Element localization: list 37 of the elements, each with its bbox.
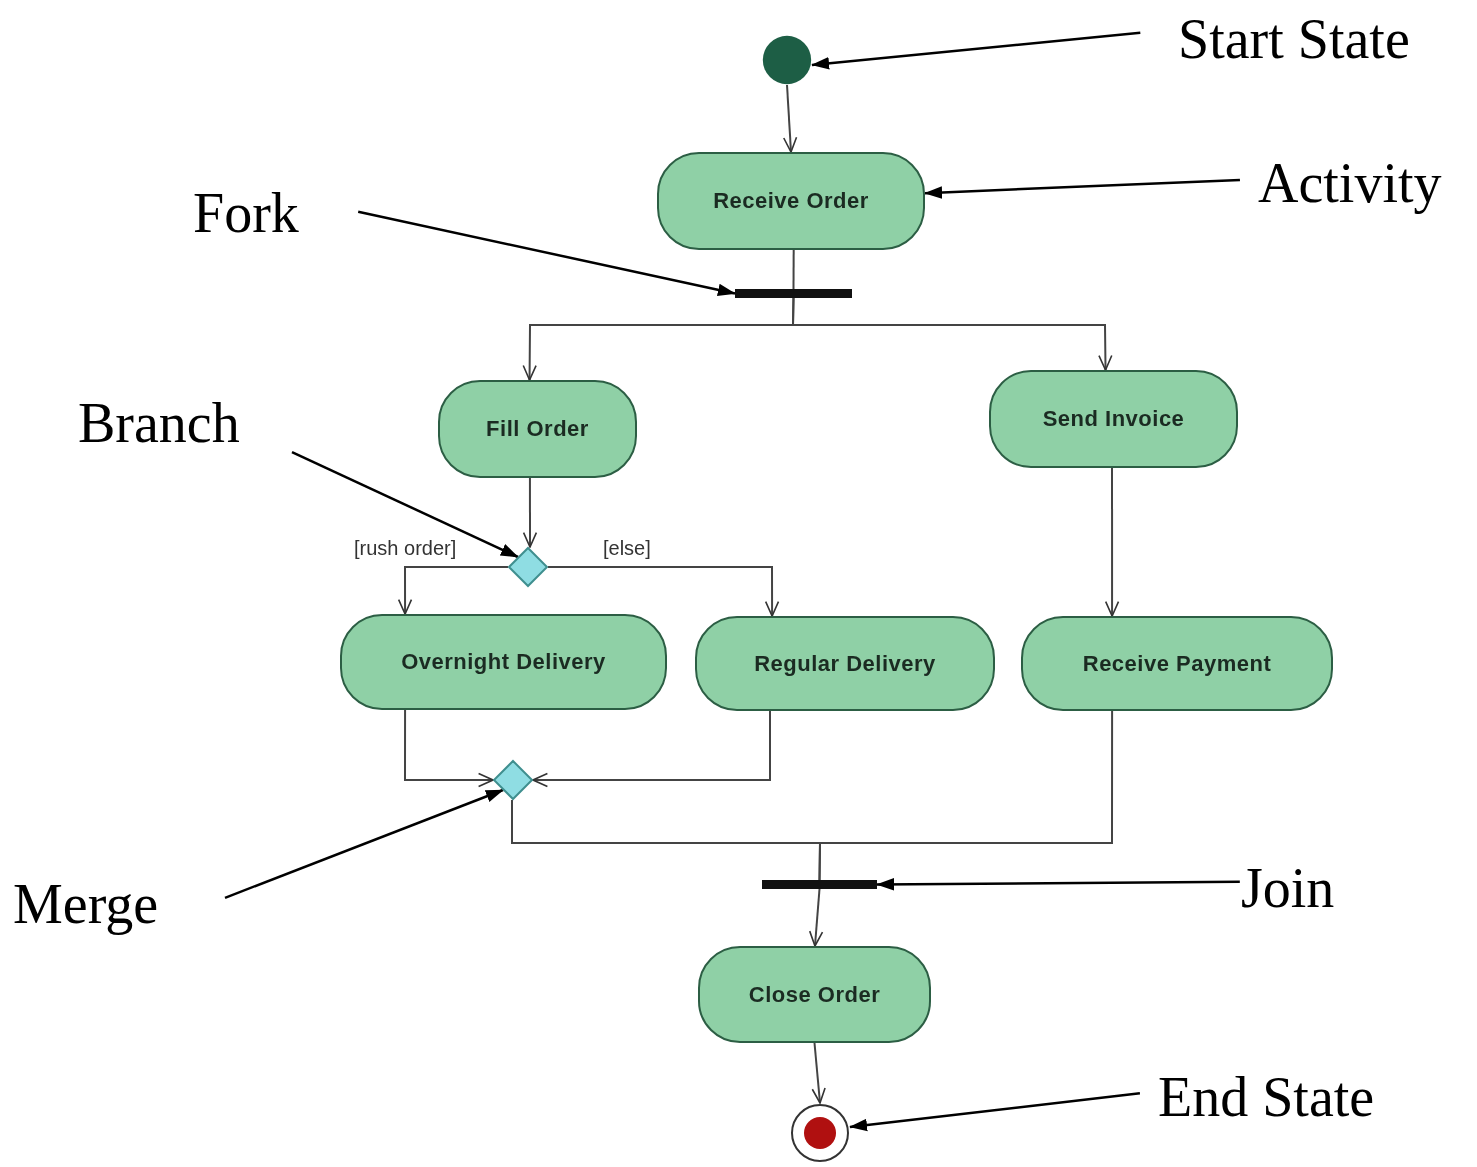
flow-arrow bbox=[1104, 467, 1120, 617]
activity-box: Send Invoice bbox=[989, 370, 1238, 468]
join-bar bbox=[762, 880, 877, 889]
leader-arrow bbox=[224, 788, 504, 899]
leader-arrow bbox=[811, 31, 1141, 70]
annotation-label: Fork bbox=[193, 182, 333, 244]
leader-arrow bbox=[924, 178, 1240, 199]
activity-box: Regular Delivery bbox=[695, 616, 995, 711]
flow-arrow bbox=[522, 477, 538, 548]
leader-arrow bbox=[291, 451, 519, 559]
flow-arrow bbox=[808, 888, 824, 947]
merge-diamond bbox=[493, 760, 533, 800]
flow-arrow bbox=[811, 1042, 826, 1104]
fork-bar bbox=[735, 289, 852, 298]
flow-arrow bbox=[404, 709, 494, 788]
activity-box: Close Order bbox=[698, 946, 931, 1043]
leader-arrow bbox=[876, 878, 1240, 891]
leader-arrow bbox=[849, 1092, 1141, 1132]
activity-box: Receive Order bbox=[657, 152, 925, 250]
activity-box: Fill Order bbox=[438, 380, 637, 478]
annotation-label: Start State bbox=[1178, 8, 1468, 70]
annotation-label: Join bbox=[1241, 857, 1361, 919]
activity-box: Receive Payment bbox=[1021, 616, 1333, 711]
leader-arrow bbox=[357, 210, 736, 297]
annotation-label: Branch bbox=[78, 392, 278, 454]
annotation-label: End State bbox=[1158, 1066, 1428, 1128]
flow-arrow bbox=[782, 84, 798, 153]
annotation-label: Activity bbox=[1258, 152, 1473, 214]
flow-arrow bbox=[792, 297, 1113, 371]
branch-diamond bbox=[508, 547, 548, 587]
start-circle bbox=[762, 35, 812, 85]
end-circle bbox=[790, 1103, 850, 1163]
flow-arrow bbox=[547, 566, 780, 617]
annotation-label: Merge bbox=[13, 873, 198, 935]
flow-arrow bbox=[397, 566, 509, 615]
activity-box: Overnight Delivery bbox=[340, 614, 667, 710]
flow-arrow bbox=[532, 710, 771, 788]
